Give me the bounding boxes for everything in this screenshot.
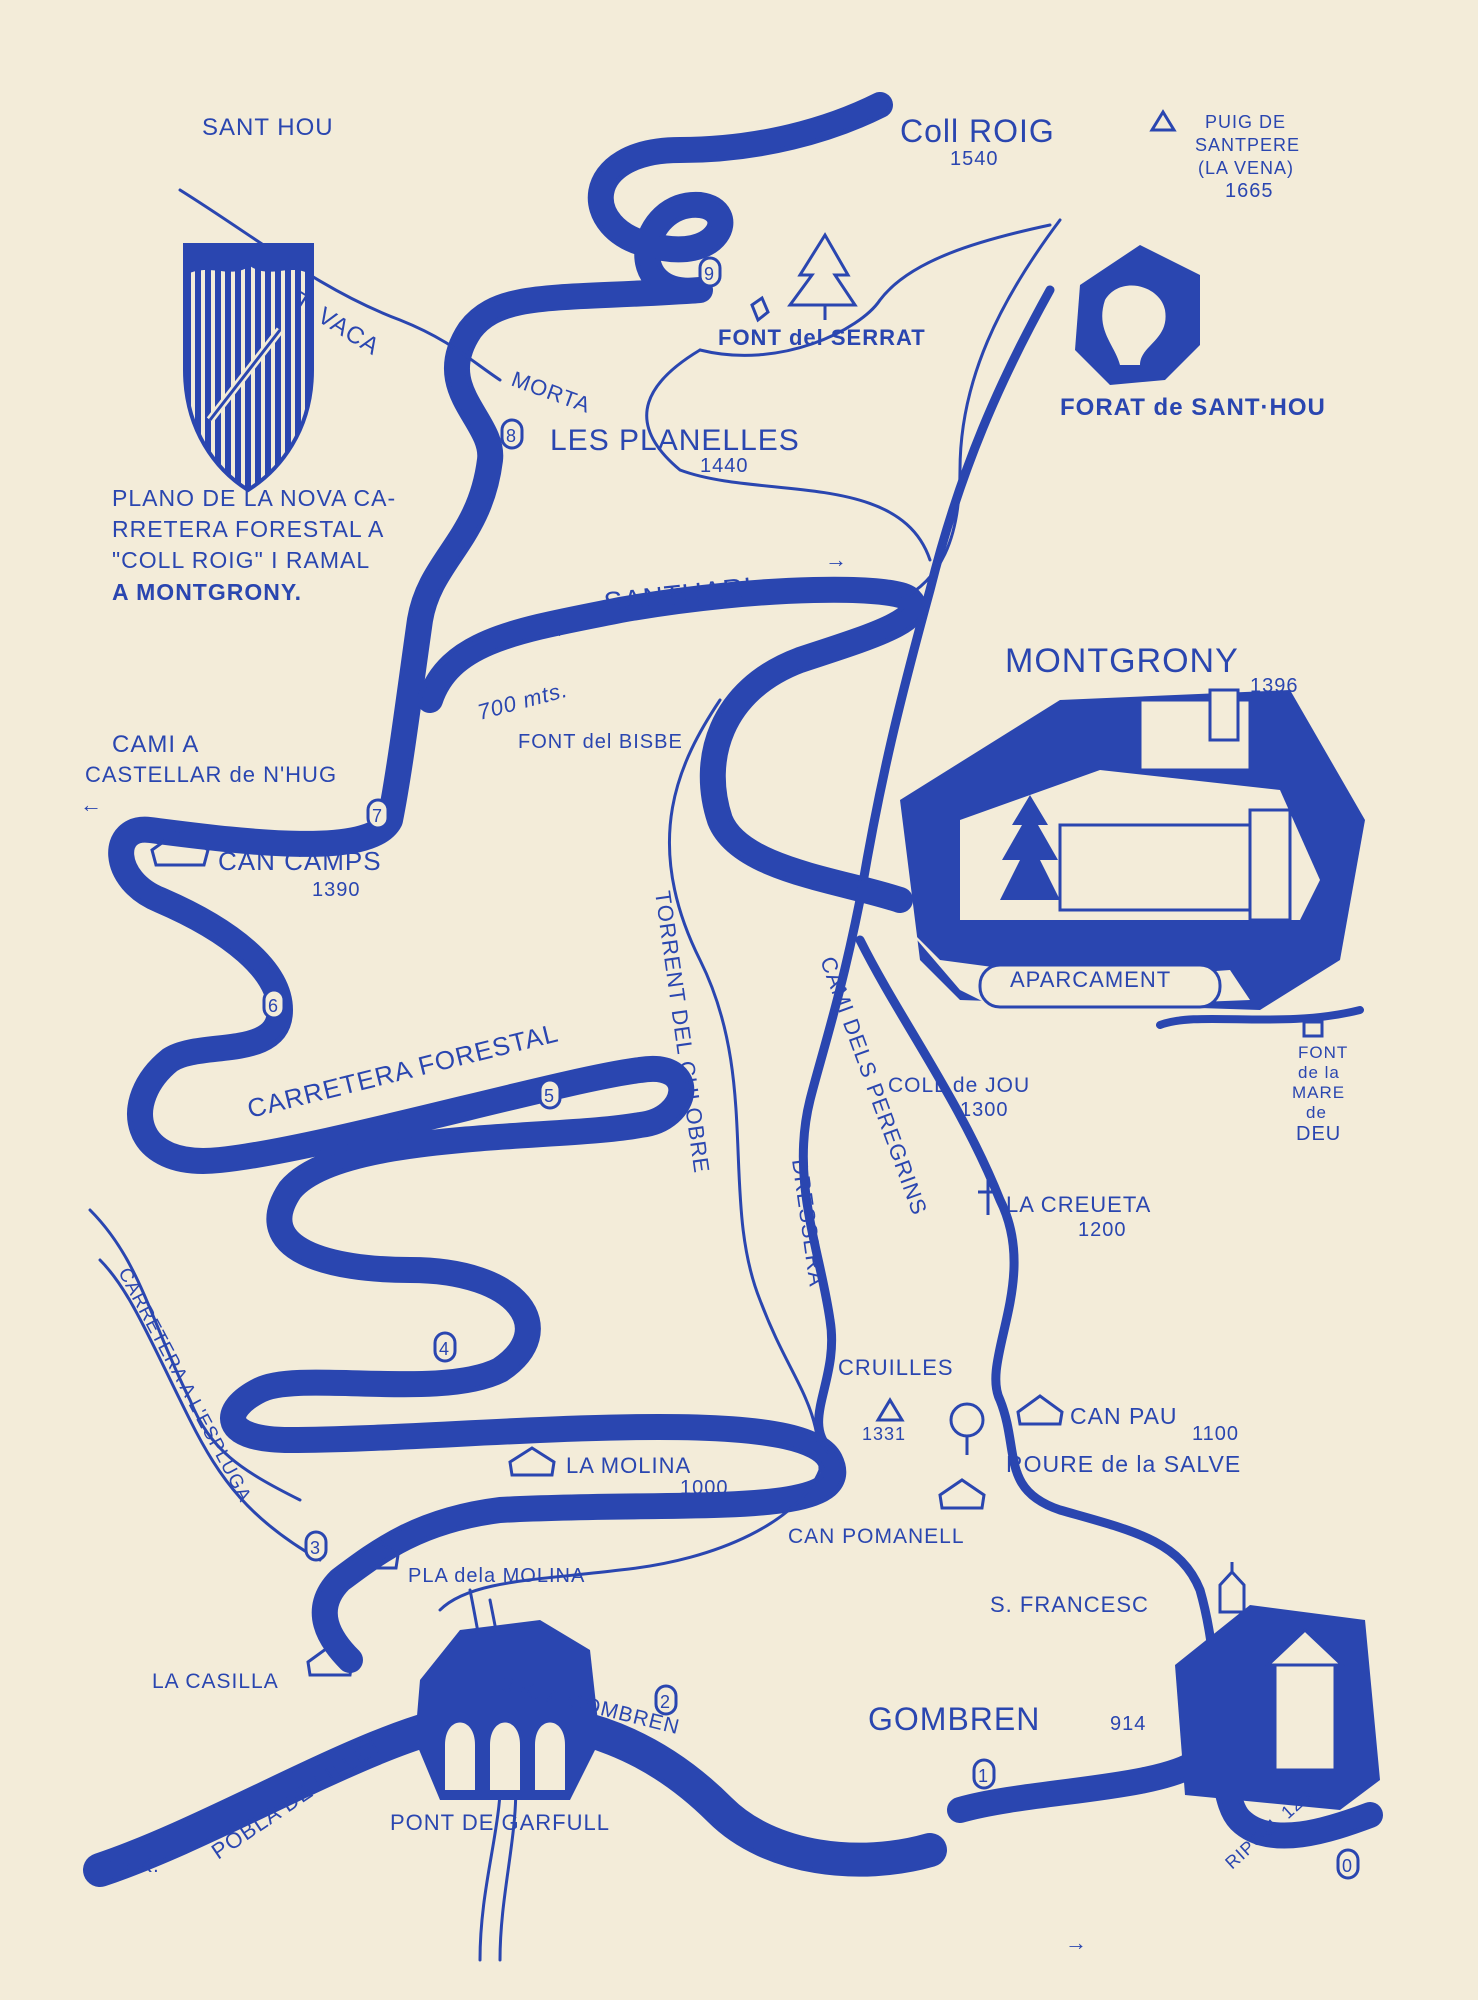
label-montgrony-alt: 1396 xyxy=(1250,675,1299,697)
house-icon-can-pau xyxy=(1016,1394,1064,1426)
arrows: → → ← → xyxy=(80,547,1088,1955)
milestone-1: 1 xyxy=(972,1758,996,1790)
svg-text:7: 7 xyxy=(372,806,383,826)
house-icon-can-camps xyxy=(150,828,210,867)
label-font-mare-3: MARE xyxy=(1292,1083,1345,1102)
label-coll-roig: Coll ROIG xyxy=(900,113,1055,149)
title-line-2: RRETERA FORESTAL A xyxy=(112,516,384,542)
label-planelles: LES PLANELLES xyxy=(550,424,800,457)
label-pont: PONT DE GARFULL xyxy=(390,1810,610,1835)
svg-text:→: → xyxy=(545,617,568,642)
forat-sant-hou-icon xyxy=(1075,245,1200,385)
label-roure: ROURE de la SALVE xyxy=(1006,1451,1241,1477)
house-icon-la-molina xyxy=(508,1446,556,1477)
label-forat: FORAT de SANT·HOU xyxy=(1060,394,1326,421)
svg-text:4: 4 xyxy=(439,1339,450,1359)
label-font-mare-4: de xyxy=(1306,1103,1327,1122)
label-can-camps-alt: 1390 xyxy=(312,879,361,901)
label-cami-castellar-1: CAMI A xyxy=(112,731,199,758)
label-creueta: LA CREUETA xyxy=(1006,1192,1151,1217)
label-can-pau: CAN PAU xyxy=(1070,1403,1178,1429)
roure-tree-icon xyxy=(949,1402,985,1455)
label-montgrony: MONTGRONY xyxy=(1005,642,1239,680)
label-15k: 15 K. xyxy=(108,1855,160,1877)
svg-text:3: 3 xyxy=(310,1538,321,1558)
label-creueta-alt: 1200 xyxy=(1078,1219,1127,1241)
label-morta: MORTA xyxy=(508,366,594,418)
title-line-1: PLANO DE LA NOVA CA- xyxy=(112,485,396,511)
label-la-molina: LA MOLINA xyxy=(566,1453,691,1478)
svg-text:5: 5 xyxy=(544,1086,555,1106)
label-la-casilla: LA CASILLA xyxy=(152,1670,279,1693)
svg-text:6: 6 xyxy=(268,996,279,1016)
house-icon-pla-molina xyxy=(356,1538,400,1570)
title-line-4: A MONTGRONY. xyxy=(112,579,302,605)
label-gombren-alt: 914 xyxy=(1110,1713,1146,1735)
cross-icon-creueta xyxy=(978,1180,998,1215)
svg-text:→: → xyxy=(1065,1930,1088,1955)
milestone-8: 8 xyxy=(500,418,524,450)
label-puig-1: PUIG DE xyxy=(1205,112,1286,132)
peak-icon-cruilles xyxy=(875,1397,905,1422)
label-cruilles: CRUILLES xyxy=(838,1355,954,1380)
label-s-francesc: S. FRANCESC xyxy=(990,1592,1149,1617)
title-line-3: "COLL ROIG" I RAMAL xyxy=(112,547,370,573)
label-gombren: GOMBREN xyxy=(868,1701,1040,1737)
label-font-bisbe: FONT del BISBE xyxy=(518,731,683,753)
house-icon-la-casilla xyxy=(306,1644,354,1677)
milestone-3: 3 xyxy=(304,1530,328,1562)
fountain-icon-font-serrat xyxy=(750,295,770,323)
santuari-road xyxy=(417,576,927,913)
tree-icon xyxy=(787,232,858,320)
pont-de-garfull-icon xyxy=(415,1620,600,1800)
coat-of-arms-icon xyxy=(183,243,314,493)
label-carretera-espluga: CARRETERA A L'ESPLUGA xyxy=(114,1264,256,1505)
milestone-9: 9 xyxy=(698,256,722,288)
svg-text:0: 0 xyxy=(1342,1856,1353,1876)
label-puig-alt: 1665 xyxy=(1225,180,1274,202)
svg-text:←: ← xyxy=(80,792,103,817)
milestone-7: 7 xyxy=(366,798,390,830)
label-cami-castellar-2: CASTELLAR de N'HUG xyxy=(85,762,337,787)
milestone-2: 2 xyxy=(654,1684,678,1716)
label-font-mare-5: DEU xyxy=(1296,1123,1341,1145)
label-font-mare-1: FONT xyxy=(1298,1043,1348,1062)
milestone-6: 6 xyxy=(262,988,286,1020)
svg-text:1: 1 xyxy=(978,1766,989,1786)
label-la-molina-alt: 1000 xyxy=(680,1477,729,1499)
svg-text:2: 2 xyxy=(660,1692,671,1712)
milestone-4: 4 xyxy=(433,1331,457,1363)
milestone-5: 5 xyxy=(538,1078,562,1110)
label-sant-hou: SANT HOU xyxy=(202,114,334,141)
montgrony-village-illustration xyxy=(900,688,1365,1010)
label-planelles-alt: 1440 xyxy=(700,455,749,477)
label-dressera: DRESSERA xyxy=(787,1157,830,1288)
house-icon-can-pomanell xyxy=(938,1478,986,1510)
label-can-camps: CAN CAMPS xyxy=(218,846,382,876)
label-font-mare-2: de la xyxy=(1298,1063,1340,1082)
label-can-pomanell: CAN POMANELL xyxy=(788,1525,965,1548)
label-coll-roig-alt: 1540 xyxy=(950,148,999,170)
gombren-village-icon xyxy=(1175,1605,1380,1810)
label-can-pau-alt: 1100 xyxy=(1192,1423,1239,1445)
milestone-0: 0 xyxy=(1336,1848,1360,1880)
label-puig-3: (LA VENA) xyxy=(1198,158,1294,178)
label-pla-molina: PLA dela MOLINA xyxy=(408,1565,585,1587)
fountain-icon-mare-deu xyxy=(1302,1020,1324,1038)
carretera-forestal-road xyxy=(108,92,893,1673)
label-font-serrat: FONT del SERRAT xyxy=(718,325,926,350)
svg-text:→: → xyxy=(825,547,848,572)
svg-text:8: 8 xyxy=(506,426,517,446)
chapel-icon-s-francesc xyxy=(1218,1562,1246,1614)
label-cruilles-alt: 1331 xyxy=(862,1424,906,1444)
label-700-mts: 700 mts. xyxy=(475,677,571,725)
svg-text:9: 9 xyxy=(704,264,715,284)
label-aparcament: APARCAMENT xyxy=(1010,967,1171,992)
label-coll-jou-alt: 1300 xyxy=(960,1099,1009,1121)
label-puig-2: SANTPERE xyxy=(1195,135,1300,155)
peak-icon-puig xyxy=(1149,109,1177,132)
cami-dels-peregrins-path xyxy=(798,285,1364,1755)
label-coll-jou: COLL de JOU xyxy=(888,1074,1030,1097)
